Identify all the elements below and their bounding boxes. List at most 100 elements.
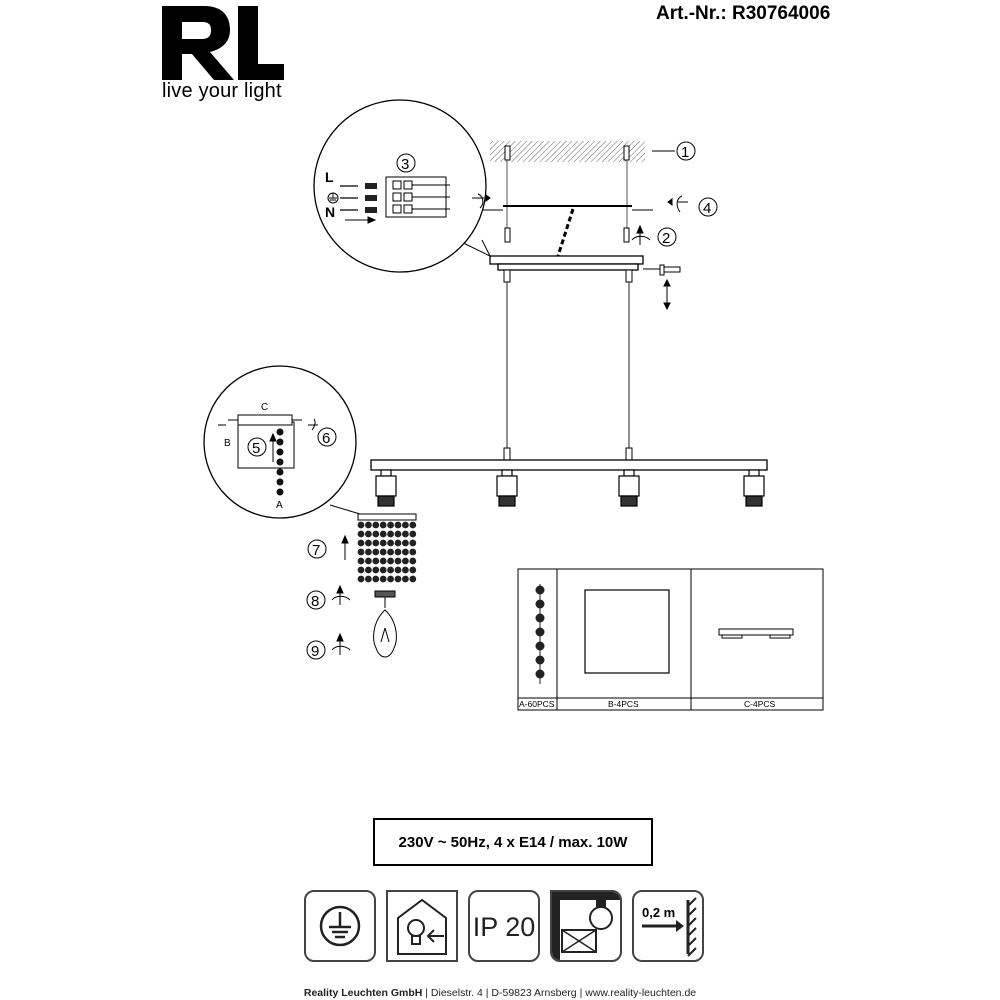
parts-col-c: C-4PCS: [744, 699, 776, 709]
crystal-bead: [357, 530, 365, 538]
footer-separator: |: [485, 987, 489, 999]
step-arrows: [218, 193, 688, 655]
electrical-spec-text: 230V ~ 50Hz, 4 x E14 / max. 10W: [398, 833, 628, 851]
socket: [375, 469, 397, 507]
footer-address: Dieselstr. 4: [430, 987, 483, 999]
step-marker-1: 1: [676, 141, 696, 161]
part-b-plate: [584, 589, 670, 674]
power-cord: [556, 208, 575, 257]
step-marker-2: 2: [657, 227, 677, 247]
crystal-bead: [372, 548, 380, 556]
insert-arrow-icon: [345, 216, 377, 224]
crystal-bead: [394, 575, 402, 583]
crystal-bead: [365, 557, 372, 565]
crystal-bead: [357, 539, 365, 547]
crystal-bead: [402, 530, 409, 538]
article-number: Art.-Nr.: R30764006: [656, 3, 831, 24]
wire-neutral-label: N: [325, 204, 335, 220]
ip-rating: IP 20: [472, 912, 536, 942]
crystal-bead: [394, 530, 402, 538]
crystal-bead: [402, 539, 409, 547]
step-marker-6: 6: [317, 427, 337, 447]
step-marker-8: 8: [306, 590, 326, 610]
svg-text:8: 8: [311, 593, 319, 610]
lamp-sockets: [375, 469, 765, 507]
crystal-bead: [365, 521, 372, 529]
crystal-bead: [357, 557, 365, 565]
no-insulation-cover-icon: [550, 890, 622, 962]
crystal-bead: [372, 557, 380, 565]
footer-city: D-59823 Arnsberg: [491, 987, 577, 999]
svg-text:5: 5: [252, 440, 260, 457]
socket: [496, 469, 518, 507]
mounting-rail: [482, 205, 653, 211]
cable-grips: [503, 269, 633, 461]
crystal-bead: [394, 548, 402, 556]
crystal-bead: [379, 539, 387, 547]
socket: [743, 469, 765, 507]
step-marker-7: 7: [307, 539, 327, 559]
crystal-bead: [402, 557, 409, 565]
detail-label-b: B: [224, 438, 231, 449]
crystal-shade: [357, 513, 417, 583]
crystal-bead: [387, 530, 394, 538]
crystal-bead: [387, 566, 394, 574]
footer: Reality Leuchten GmbH | Dieselstr. 4 | D…: [0, 987, 1000, 999]
crystal-bead: [357, 575, 365, 583]
crystal-bead: [409, 548, 417, 556]
side-screw: [643, 264, 681, 276]
upper-cables: [506, 160, 628, 242]
min-distance-icon: 0,2 m: [632, 890, 704, 962]
rl-logo-mark: [162, 6, 284, 80]
bulb-assembly: [373, 590, 397, 658]
crystal-bead: [387, 521, 394, 529]
height-adjust-arrow: [663, 278, 671, 311]
crystal-bead: [357, 521, 365, 529]
crystal-bead: [402, 566, 409, 574]
min-distance-value: 0,2 m: [642, 905, 676, 920]
anchor-bolts: [504, 227, 630, 243]
step-marker-4: 4: [698, 197, 718, 217]
crystal-bead: [372, 539, 380, 547]
step-marker-5: 5: [247, 437, 267, 457]
electrical-spec: 230V ~ 50Hz, 4 x E14 / max. 10W: [373, 818, 653, 866]
crystal-bead: [379, 557, 387, 565]
parts-col-b: B-4PCS: [608, 699, 639, 709]
socket: [618, 469, 640, 507]
crystal-bead: [402, 548, 409, 556]
footer-website[interactable]: www.reality-leuchten.de: [585, 987, 697, 999]
crystal-bead: [409, 575, 417, 583]
part-c-bar: [718, 628, 794, 639]
footer-separator: |: [425, 987, 428, 999]
crystal-bead: [372, 566, 380, 574]
svg-text:9: 9: [311, 643, 319, 660]
svg-text:1: 1: [681, 144, 689, 161]
wire-live-label: L: [325, 169, 334, 185]
suspension-cables: [506, 270, 630, 448]
svg-text:2: 2: [662, 230, 670, 247]
detail-label-a: A: [276, 500, 283, 511]
brand-tagline: live your light: [162, 80, 282, 102]
svg-text:4: 4: [703, 200, 711, 217]
crystal-bead: [357, 566, 365, 574]
crystal-bead: [387, 575, 394, 583]
crystal-bead: [387, 557, 394, 565]
canopy: [489, 255, 644, 271]
crystal-bead: [387, 548, 394, 556]
crystal-bead: [365, 566, 372, 574]
crystal-bead: [372, 521, 380, 529]
brand-logo: [160, 4, 290, 104]
svg-text:3: 3: [401, 156, 409, 173]
crystal-bead: [365, 575, 372, 583]
crystal-bead: [379, 575, 387, 583]
parts-table: A-60PCS B-4PCS C-4PCS: [517, 568, 824, 711]
crystal-bead: [357, 548, 365, 556]
ip20-icon: IP 20: [468, 890, 540, 962]
earth-symbol-icon: [327, 192, 339, 204]
crystal-bead: [409, 566, 417, 574]
crystal-bead: [379, 548, 387, 556]
crystal-bead: [394, 557, 402, 565]
part-a-chain: [535, 584, 545, 684]
crystal-bead: [394, 521, 402, 529]
